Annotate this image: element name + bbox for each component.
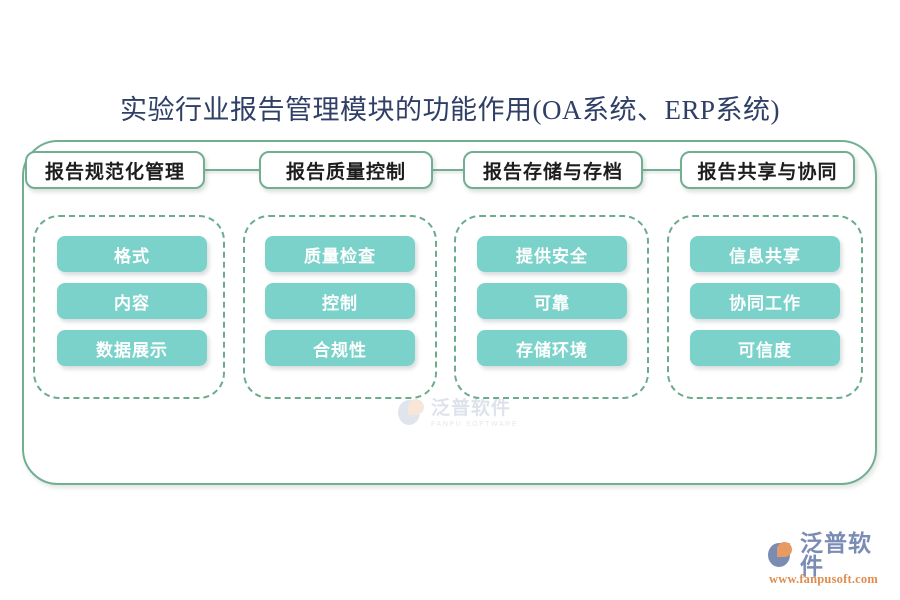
- pill-4-1-label: 信息共享: [729, 246, 801, 266]
- pill-1-1-label: 格式: [114, 246, 150, 266]
- pill-2-1-label: 质量检查: [304, 246, 376, 266]
- header-box-1-label: 报告规范化管理: [44, 161, 185, 183]
- watermark-cn: 泛普软件: [431, 397, 512, 419]
- connector-line-2: [431, 169, 465, 171]
- pill-1-3-label: 数据展示: [96, 340, 168, 360]
- pill-2-3[interactable]: 合规性: [265, 330, 415, 366]
- pill-4-2-label: 协同工作: [729, 293, 801, 313]
- pill-3-1[interactable]: 提供安全: [477, 236, 627, 272]
- pill-4-2[interactable]: 协同工作: [690, 283, 840, 319]
- watermark-text: 泛普软件 FANPU SOFTWARE: [431, 399, 518, 428]
- pill-1-2-label: 内容: [114, 293, 150, 313]
- pill-2-1[interactable]: 质量检查: [265, 236, 415, 272]
- pill-3-3[interactable]: 存储环境: [477, 330, 627, 366]
- watermark-en: FANPU SOFTWARE: [431, 420, 519, 428]
- watermark-logo-icon: [398, 398, 428, 428]
- fanpu-logo-icon: [768, 541, 797, 569]
- outer-frame: [22, 140, 877, 485]
- pill-2-3-label: 合规性: [313, 340, 367, 360]
- center-watermark: 泛普软件 FANPU SOFTWARE: [398, 392, 530, 434]
- pill-1-2[interactable]: 内容: [57, 283, 207, 319]
- pill-2-2-label: 控制: [322, 293, 358, 313]
- pill-4-1[interactable]: 信息共享: [690, 236, 840, 272]
- page-title: 实验行业报告管理模块的功能作用(OA系统、ERP系统): [120, 95, 780, 125]
- header-box-2-label: 报告质量控制: [285, 161, 406, 183]
- pill-3-1-label: 提供安全: [516, 246, 588, 266]
- header-box-3-label: 报告存储与存档: [482, 161, 623, 183]
- brand-name: 泛普软件: [800, 531, 872, 579]
- pill-1-3[interactable]: 数据展示: [57, 330, 207, 366]
- pill-1-1[interactable]: 格式: [57, 236, 207, 272]
- header-box-1[interactable]: 报告规范化管理: [25, 151, 205, 189]
- header-box-4[interactable]: 报告共享与协同: [680, 151, 855, 189]
- header-box-3[interactable]: 报告存储与存档: [463, 151, 643, 189]
- pill-2-2[interactable]: 控制: [265, 283, 415, 319]
- header-box-2[interactable]: 报告质量控制: [259, 151, 433, 189]
- connector-line-1: [203, 169, 261, 171]
- header-box-4-label: 报告共享与协同: [697, 161, 838, 183]
- brand-url: www.fanpusoft.com: [769, 572, 878, 586]
- brand-logo: 泛普软件 www.fanpusoft.com: [768, 532, 892, 588]
- pill-3-3-label: 存储环境: [516, 340, 588, 360]
- pill-4-3-label: 可信度: [738, 340, 792, 360]
- pill-3-2-label: 可靠: [534, 293, 570, 313]
- pill-3-2[interactable]: 可靠: [477, 283, 627, 319]
- brand-logo-row: 泛普软件: [768, 532, 892, 578]
- connector-line-3: [641, 169, 682, 171]
- pill-4-3[interactable]: 可信度: [690, 330, 840, 366]
